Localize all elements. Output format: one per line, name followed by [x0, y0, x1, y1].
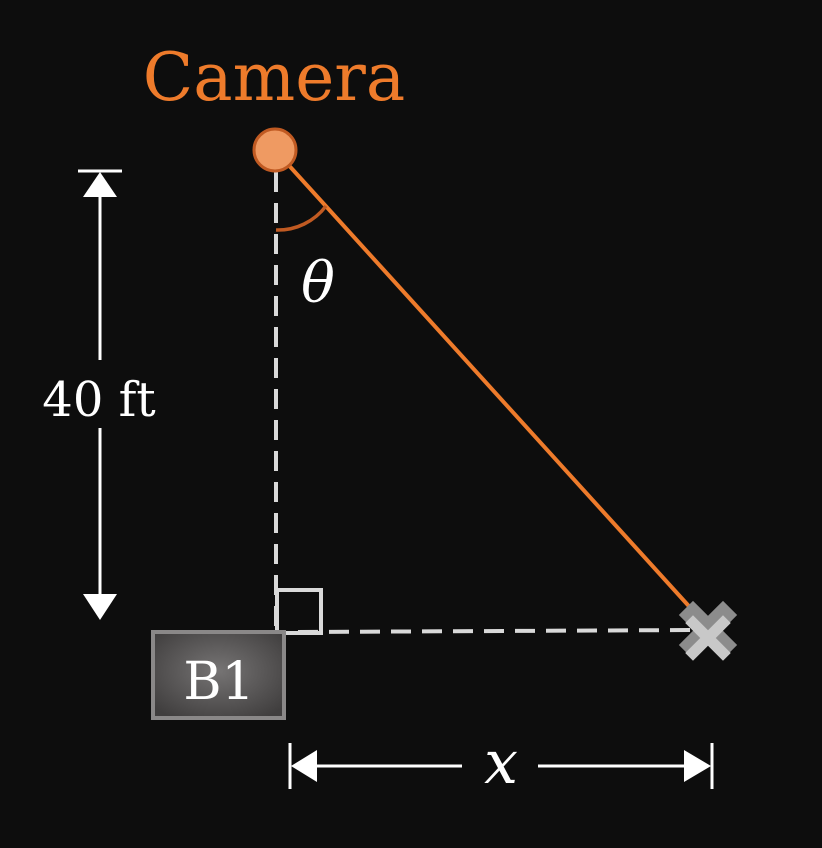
height-label: 40 ft: [42, 372, 155, 428]
angle-arc: [275, 204, 328, 232]
camera-label: Camera: [143, 39, 405, 116]
b1-box[interactable]: [151, 630, 286, 720]
height-dimension: [78, 169, 122, 620]
height-arrow-down-icon: [83, 594, 117, 620]
distance-arrow-left-icon: [291, 750, 317, 782]
angle-label: θ: [301, 251, 335, 316]
right-angle-icon: [275, 588, 323, 635]
horizontal-dashed-line: [297, 628, 701, 634]
camera-icon[interactable]: [252, 127, 298, 173]
b1-label: B1: [183, 652, 254, 712]
distance-label: x: [484, 728, 518, 798]
line-of-sight: [282, 158, 708, 627]
distance-dimension: [288, 743, 714, 789]
target-x-icon[interactable]: [678, 600, 738, 661]
height-arrow-up-icon: [83, 172, 117, 197]
distance-arrow-right-icon: [684, 750, 711, 782]
